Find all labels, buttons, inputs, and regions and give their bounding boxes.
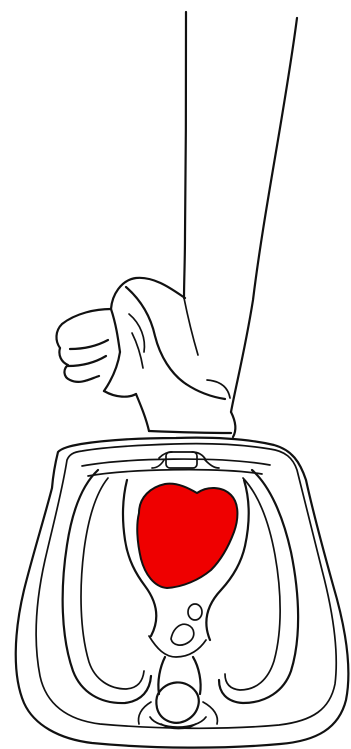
chest-outline [16,438,349,748]
spine [139,682,218,728]
arm [184,12,297,412]
heart-shape [137,484,237,588]
hands [56,278,235,437]
heart [137,484,237,588]
